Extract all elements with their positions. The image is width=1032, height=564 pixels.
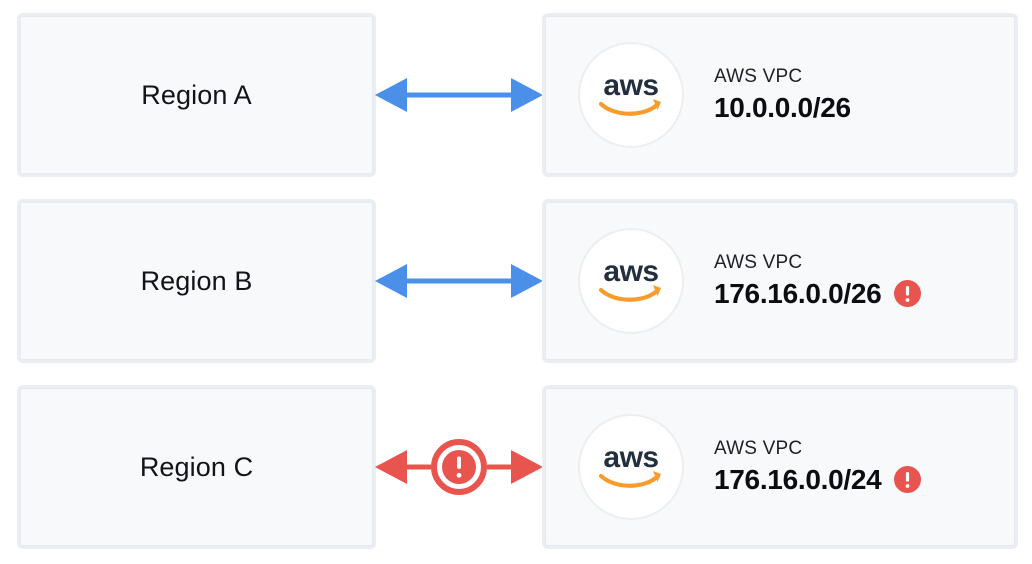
- diagram-row: Region C aws: [0, 388, 1032, 548]
- vpc-title: AWS VPC: [714, 66, 803, 88]
- alert-exclamation-icon[interactable]: [894, 280, 922, 308]
- connector-conflict: [373, 388, 545, 546]
- vpc-card[interactable]: aws AWS VPC 176.16.0.0/24: [545, 388, 1015, 546]
- aws-logo-icon: aws: [598, 255, 661, 302]
- double-arrow-icon: [375, 78, 543, 112]
- double-arrow-icon: [375, 264, 543, 298]
- aws-logo: aws: [578, 414, 684, 520]
- vpc-text-block: AWS VPC 176.16.0.0/24: [714, 437, 922, 497]
- aws-logo-icon: aws: [598, 441, 661, 488]
- vpc-cidr-line: 10.0.0.0/26: [714, 91, 851, 125]
- region-label: Region A: [141, 79, 252, 110]
- vpc-cidr-value: 176.16.0.0/26: [714, 278, 882, 310]
- connector-connected: [373, 202, 545, 360]
- diagram-row: Region A aws AWS VPC 10.0.0.0/26: [0, 16, 1032, 176]
- aws-logo: aws: [578, 42, 684, 148]
- vpc-title: AWS VPC: [714, 438, 803, 460]
- vpc-card[interactable]: aws AWS VPC 10.0.0.0/26: [545, 16, 1015, 174]
- svg-text:aws: aws: [603, 255, 658, 288]
- vpc-card[interactable]: aws AWS VPC 176.16.0.0/26: [545, 202, 1015, 360]
- region-box[interactable]: Region B: [20, 202, 373, 360]
- vpc-text-block: AWS VPC 10.0.0.0/26: [714, 65, 851, 124]
- svg-text:aws: aws: [603, 69, 658, 102]
- region-box[interactable]: Region A: [20, 16, 373, 174]
- region-label: Region C: [139, 451, 254, 482]
- region-box[interactable]: Region C: [20, 388, 373, 546]
- vpc-cidr-line: 176.16.0.0/26: [714, 277, 922, 311]
- aws-logo: aws: [578, 228, 684, 334]
- vpc-title: AWS VPC: [714, 252, 803, 274]
- vpc-text-block: AWS VPC 176.16.0.0/26: [714, 251, 922, 311]
- alert-exclamation-icon[interactable]: [894, 466, 922, 494]
- vpc-cidr-line: 176.16.0.0/24: [714, 463, 922, 497]
- svg-text:aws: aws: [603, 441, 658, 474]
- region-label: Region B: [140, 265, 253, 296]
- connector-connected: [373, 16, 545, 174]
- diagram-row: Region B aws AWS VPC 176.16.0.0/26: [0, 202, 1032, 362]
- aws-logo-icon: aws: [598, 69, 661, 116]
- double-arrow-error-icon: [375, 439, 543, 495]
- vpc-cidr-value: 10.0.0.0/26: [714, 92, 851, 124]
- vpc-cidr-value: 176.16.0.0/24: [714, 464, 882, 496]
